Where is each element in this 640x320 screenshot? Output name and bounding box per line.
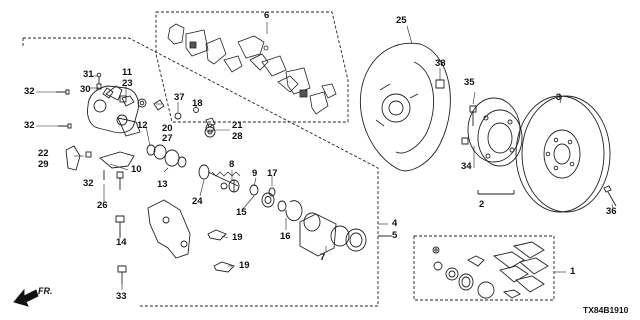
callout-32-top[interactable]: 32: [24, 86, 35, 97]
splash-shield-drawing: [359, 42, 451, 172]
callout-28[interactable]: 28: [232, 131, 243, 142]
callout-33[interactable]: 33: [116, 291, 127, 302]
callout-21[interactable]: 21: [232, 120, 243, 131]
caliper-assembly-frame: [22, 37, 379, 307]
pad-set-box: [155, 11, 349, 123]
callout-32-mid[interactable]: 32: [24, 120, 35, 131]
callout-30[interactable]: 30: [80, 84, 91, 95]
callout-23[interactable]: 23: [122, 78, 133, 89]
callout-8[interactable]: 8: [229, 159, 235, 170]
callout-10[interactable]: 10: [131, 164, 142, 175]
callout-6[interactable]: 6: [264, 10, 270, 21]
callout-32-low[interactable]: 32: [83, 178, 94, 189]
diagram-code: TX84B1910: [583, 305, 629, 315]
callout-19-low[interactable]: 19: [239, 260, 250, 271]
callout-37[interactable]: 37: [174, 92, 185, 103]
callout-34[interactable]: 34: [461, 161, 472, 172]
callout-3[interactable]: 3: [556, 92, 562, 103]
callout-15[interactable]: 15: [236, 207, 247, 218]
callout-36[interactable]: 36: [606, 206, 617, 217]
callout-24[interactable]: 24: [192, 196, 203, 207]
callout-26[interactable]: 26: [97, 200, 108, 211]
piston-parts-drawing: [146, 144, 187, 168]
callout-7[interactable]: 7: [320, 252, 326, 263]
caliper-body-drawing: [87, 85, 141, 137]
brake-pads-drawing: [167, 23, 337, 115]
callout-27[interactable]: 27: [162, 133, 173, 144]
callout-2[interactable]: 2: [479, 199, 485, 210]
pad-kit-box: [413, 235, 555, 301]
callout-17[interactable]: 17: [267, 168, 278, 179]
front-direction-label: FR.: [38, 286, 53, 296]
bleeder-parts-drawing: [96, 72, 216, 133]
callout-20[interactable]: 20: [162, 123, 173, 134]
callout-11[interactable]: 11: [122, 67, 133, 78]
callout-4[interactable]: 4: [392, 218, 398, 229]
callout-9[interactable]: 9: [252, 168, 258, 179]
brake-disc-drawing: [515, 95, 611, 213]
callout-19-top[interactable]: 19: [232, 232, 243, 243]
callout-35[interactable]: 35: [464, 77, 475, 88]
washer-drawing: [249, 184, 287, 212]
bracket-clip-drawing: [65, 145, 135, 180]
leader-lines: [36, 22, 614, 290]
callout-29[interactable]: 29: [38, 159, 49, 170]
shield-bolt-drawing: [435, 79, 445, 89]
pad-clips-drawing: [207, 229, 235, 273]
caliper-bracket-drawing: [147, 199, 191, 259]
seal-boot-drawing: [285, 200, 367, 257]
spindle-spring-drawing: [198, 164, 241, 193]
callout-14[interactable]: 14: [116, 237, 127, 248]
callout-1[interactable]: 1: [570, 266, 576, 277]
callout-38[interactable]: 38: [435, 58, 446, 69]
small-parts-drawing: [204, 126, 276, 197]
callout-31[interactable]: 31: [83, 69, 94, 80]
callout-18[interactable]: 18: [192, 98, 203, 109]
callout-13[interactable]: 13: [157, 179, 168, 190]
callout-25[interactable]: 25: [396, 15, 407, 26]
front-direction-arrow: [13, 288, 39, 307]
callout-5[interactable]: 5: [392, 230, 398, 241]
callout-22[interactable]: 22: [38, 148, 49, 159]
callout-12[interactable]: 12: [137, 120, 148, 131]
pad-kit-drawing: [432, 241, 549, 299]
callout-16[interactable]: 16: [280, 231, 291, 242]
